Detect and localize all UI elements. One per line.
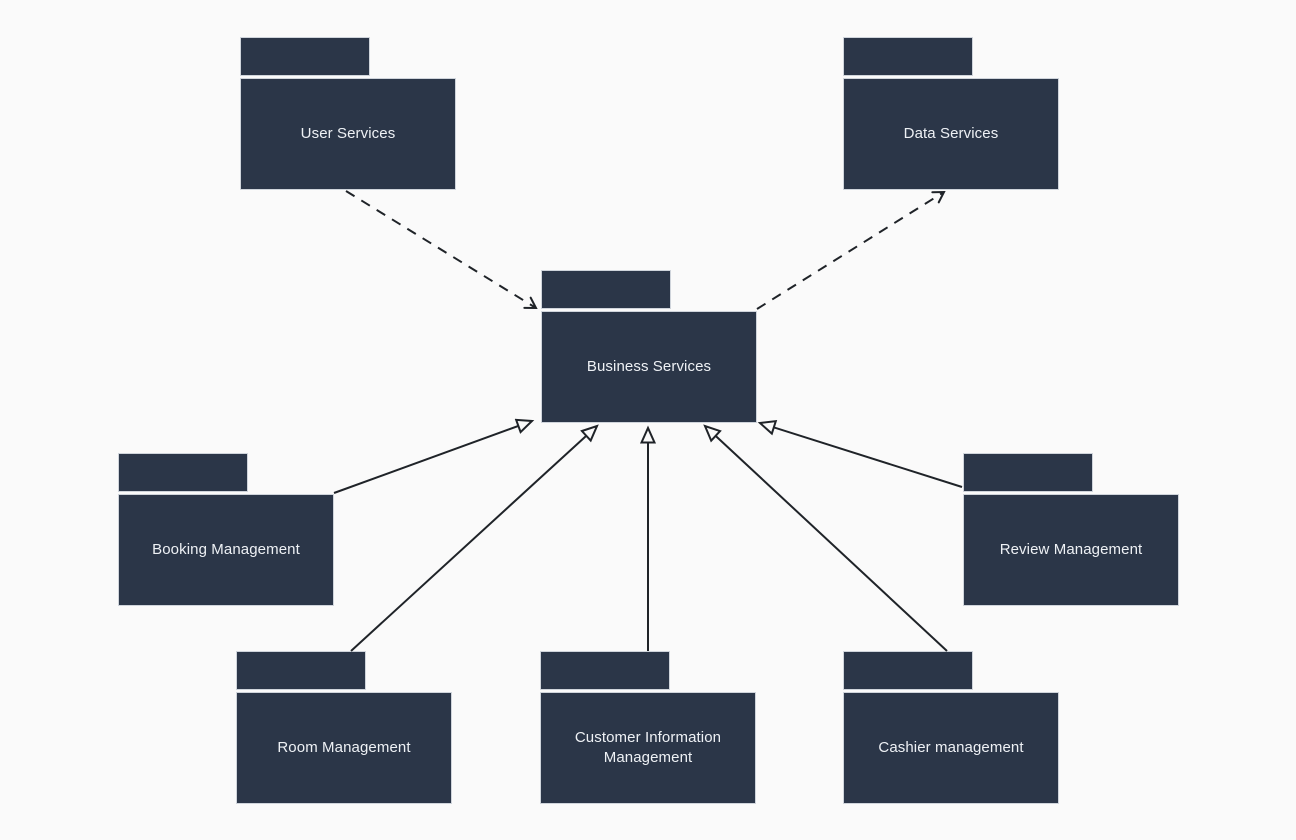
package-body: Customer Information Management: [540, 692, 756, 804]
package-tab: [843, 651, 973, 690]
package-tab: [118, 453, 248, 492]
package-tab: [963, 453, 1093, 492]
edge-review-management-to-business-services[interactable]: [760, 423, 963, 488]
package-data-services[interactable]: Data Services: [843, 37, 1059, 190]
package-room-management[interactable]: Room Management: [236, 651, 452, 804]
package-body: Data Services: [843, 78, 1059, 190]
package-body: Review Management: [963, 494, 1179, 606]
edge-user-services-to-business-services[interactable]: [345, 190, 538, 310]
package-tab: [843, 37, 973, 76]
package-label: Room Management: [277, 738, 411, 756]
package-tab: [541, 270, 671, 309]
package-body: Booking Management: [118, 494, 334, 606]
package-label: Customer Information Management: [574, 728, 722, 766]
package-business-services[interactable]: Business Services: [541, 270, 757, 423]
package-customer-information-management[interactable]: Customer Information Management: [540, 651, 756, 804]
edge-cashier-management-to-business-services[interactable]: [705, 426, 948, 652]
edge-room-management-to-business-services[interactable]: [350, 426, 597, 652]
package-label: User Services: [300, 124, 396, 142]
package-label: Cashier management: [878, 738, 1024, 756]
package-body: User Services: [240, 78, 456, 190]
package-tab: [540, 651, 670, 690]
package-review-management[interactable]: Review Management: [963, 453, 1179, 606]
package-body: Business Services: [541, 311, 757, 423]
package-label: Review Management: [999, 540, 1143, 558]
edge-booking-management-to-business-services[interactable]: [333, 421, 532, 494]
package-tab: [236, 651, 366, 690]
package-label: Business Services: [586, 357, 712, 375]
package-body: Cashier management: [843, 692, 1059, 804]
package-body: Room Management: [236, 692, 452, 804]
package-user-services[interactable]: User Services: [240, 37, 456, 190]
package-booking-management[interactable]: Booking Management: [118, 453, 334, 606]
package-cashier-management[interactable]: Cashier management: [843, 651, 1059, 804]
package-tab: [240, 37, 370, 76]
package-label: Data Services: [903, 124, 999, 142]
edge-business-services-to-data-services[interactable]: [756, 190, 946, 310]
package-label: Booking Management: [152, 540, 300, 558]
